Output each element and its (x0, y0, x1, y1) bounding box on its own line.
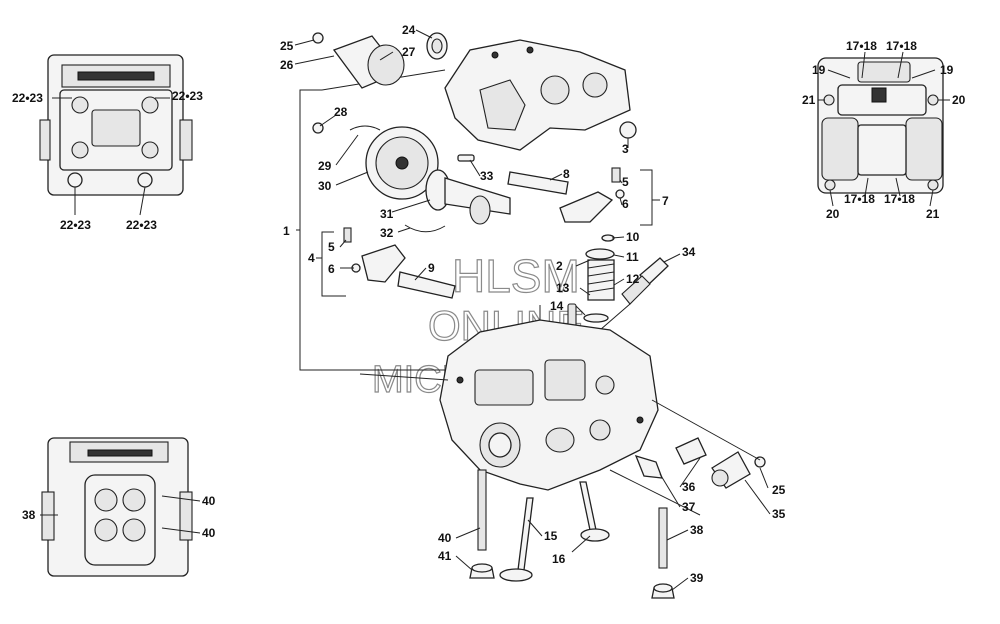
main-assembly (296, 32, 766, 599)
callout-40-c: 40 (438, 531, 452, 545)
callout-22-23-b: 22•23 (172, 89, 203, 103)
callout-14: 14 (550, 299, 564, 313)
callout-31: 31 (380, 207, 394, 221)
callout-40-b: 40 (202, 526, 216, 540)
callout-21-a: 21 (802, 93, 816, 107)
callout-37: 37 (682, 500, 696, 514)
callout-6-b: 6 (622, 197, 629, 211)
callout-38-b: 38 (690, 523, 704, 537)
callout-33: 33 (480, 169, 494, 183)
inset-head-bottom-view (41, 437, 193, 577)
callout-30: 30 (318, 179, 332, 193)
callout-3: 3 (622, 142, 629, 156)
callout-15: 15 (544, 529, 558, 543)
callout-1: 1 (283, 224, 290, 238)
callout-20-b: 20 (826, 207, 840, 221)
leader-lines (294, 29, 771, 591)
callout-38-a: 38 (22, 508, 36, 522)
callout-25-b: 25 (772, 483, 786, 497)
callout-17-18-c: 17•18 (844, 192, 875, 206)
callout-20-a: 20 (952, 93, 966, 107)
watermark-line1: HLSM (452, 250, 580, 302)
callout-22-23-c: 22•23 (60, 218, 91, 232)
inset-head-top-view-leaders (52, 97, 170, 216)
inset-head-bottom-view-leaders (40, 495, 201, 534)
callout-26: 26 (280, 58, 294, 72)
callout-32: 32 (380, 226, 394, 240)
inset-rocker-view-leaders (818, 51, 950, 207)
callout-8: 8 (563, 167, 570, 181)
callout-29: 29 (318, 159, 332, 173)
callout-5-a: 5 (328, 240, 335, 254)
callout-21-b: 21 (926, 207, 940, 221)
callout-19-b: 19 (940, 63, 954, 77)
callout-40-a: 40 (202, 494, 216, 508)
callout-4: 4 (308, 251, 315, 265)
callout-17-18-a: 17•18 (846, 39, 877, 53)
inset-rocker-view (817, 57, 944, 194)
callout-2: 2 (556, 259, 563, 273)
callout-22-23-d: 22•23 (126, 218, 157, 232)
callout-22-23-a: 22•23 (12, 91, 43, 105)
callout-7: 7 (662, 194, 669, 208)
callout-6-a: 6 (328, 262, 335, 276)
callout-12: 12 (626, 272, 640, 286)
callout-34: 34 (682, 245, 696, 259)
callout-17-18-d: 17•18 (884, 192, 915, 206)
callout-labels: 22•23 22•23 22•23 22•23 25 26 24 27 28 2… (12, 23, 966, 585)
callout-35: 35 (772, 507, 786, 521)
callout-25-a: 25 (280, 39, 294, 53)
callout-41: 41 (438, 549, 452, 563)
callout-10: 10 (626, 230, 640, 244)
callout-28: 28 (334, 105, 348, 119)
callout-11: 11 (626, 250, 639, 264)
callout-39: 39 (690, 571, 704, 585)
callout-24: 24 (402, 23, 416, 37)
callout-36: 36 (682, 480, 696, 494)
callout-5-b: 5 (622, 175, 629, 189)
callout-9: 9 (428, 261, 435, 275)
callout-13: 13 (556, 281, 570, 295)
callout-16: 16 (552, 552, 566, 566)
callout-17-18-b: 17•18 (886, 39, 917, 53)
callout-19-a: 19 (812, 63, 826, 77)
inset-head-top-view (39, 54, 193, 196)
callout-27: 27 (402, 45, 416, 59)
